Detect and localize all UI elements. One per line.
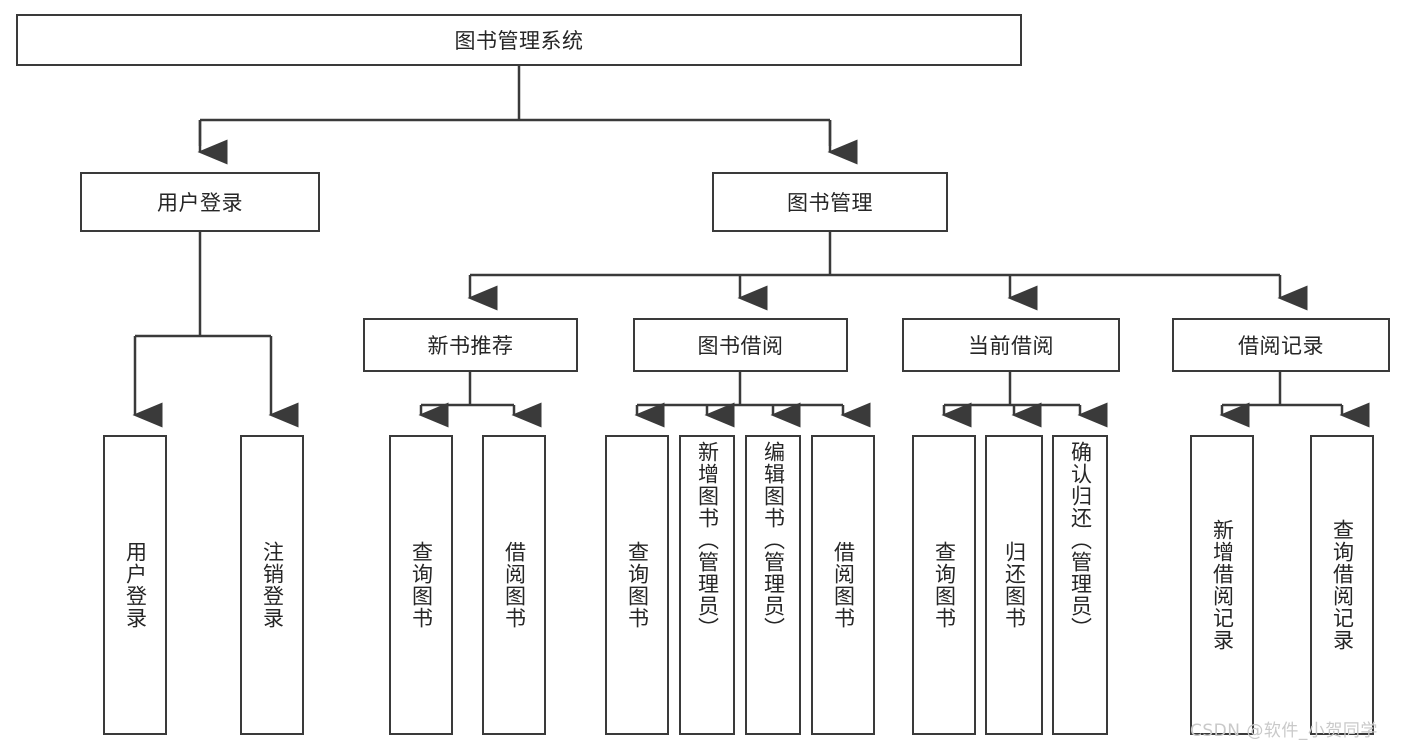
node-leaf-edit-book-label: 编辑图书（管理员） bbox=[761, 441, 786, 639]
node-leaf-return-book[interactable]: 归还图书 bbox=[985, 435, 1043, 735]
node-leaf-borrow-book-1[interactable]: 借阅图书 bbox=[482, 435, 546, 735]
node-leaf-return-book-label: 归还图书 bbox=[1002, 541, 1027, 629]
node-borrow-record[interactable]: 借阅记录 bbox=[1172, 318, 1390, 372]
node-root[interactable]: 图书管理系统 bbox=[16, 14, 1022, 66]
node-leaf-query-borrow-record[interactable]: 查询借阅记录 bbox=[1310, 435, 1374, 735]
csdn-watermark: CSDN @软件_小贺同学 bbox=[1190, 721, 1378, 741]
node-leaf-user-login-label: 用户登录 bbox=[123, 541, 148, 629]
node-book-borrow-label: 图书借阅 bbox=[697, 334, 784, 358]
node-leaf-query-book-3-label: 查询图书 bbox=[932, 541, 957, 629]
node-book-borrow[interactable]: 图书借阅 bbox=[633, 318, 848, 372]
node-book-manage-label: 图书管理 bbox=[787, 191, 873, 215]
node-user-login-label: 用户登录 bbox=[157, 191, 243, 215]
node-new-book-recommend-label: 新书推荐 bbox=[427, 334, 514, 358]
node-leaf-user-logout-label: 注销登录 bbox=[260, 541, 285, 629]
node-leaf-edit-book[interactable]: 编辑图书（管理员） bbox=[745, 435, 801, 735]
node-leaf-borrow-book-2-label: 借阅图书 bbox=[831, 541, 856, 629]
node-leaf-borrow-book-1-label: 借阅图书 bbox=[502, 541, 527, 629]
node-leaf-query-book-2[interactable]: 查询图书 bbox=[605, 435, 669, 735]
node-leaf-query-book-1-label: 查询图书 bbox=[409, 541, 434, 629]
node-leaf-add-borrow-record-label: 新增借阅记录 bbox=[1210, 519, 1235, 651]
node-leaf-add-book[interactable]: 新增图书（管理员） bbox=[679, 435, 735, 735]
node-book-manage[interactable]: 图书管理 bbox=[712, 172, 948, 232]
node-borrow-record-label: 借阅记录 bbox=[1238, 334, 1324, 358]
node-leaf-user-logout[interactable]: 注销登录 bbox=[240, 435, 304, 735]
node-leaf-borrow-book-2[interactable]: 借阅图书 bbox=[811, 435, 875, 735]
node-leaf-query-book-1[interactable]: 查询图书 bbox=[389, 435, 453, 735]
node-leaf-add-borrow-record[interactable]: 新增借阅记录 bbox=[1190, 435, 1254, 735]
node-leaf-confirm-return[interactable]: 确认归还（管理员） bbox=[1052, 435, 1108, 735]
node-current-borrow[interactable]: 当前借阅 bbox=[902, 318, 1120, 372]
node-leaf-user-login[interactable]: 用户登录 bbox=[103, 435, 167, 735]
node-current-borrow-label: 当前借阅 bbox=[968, 334, 1054, 358]
node-new-book-recommend[interactable]: 新书推荐 bbox=[363, 318, 578, 372]
node-leaf-add-book-label: 新增图书（管理员） bbox=[695, 441, 720, 639]
node-leaf-query-book-3[interactable]: 查询图书 bbox=[912, 435, 976, 735]
node-leaf-query-book-2-label: 查询图书 bbox=[625, 541, 650, 629]
node-leaf-query-borrow-record-label: 查询借阅记录 bbox=[1330, 519, 1355, 651]
node-leaf-confirm-return-label: 确认归还（管理员） bbox=[1068, 441, 1093, 639]
node-root-label: 图书管理系统 bbox=[454, 29, 584, 53]
node-user-login[interactable]: 用户登录 bbox=[80, 172, 320, 232]
